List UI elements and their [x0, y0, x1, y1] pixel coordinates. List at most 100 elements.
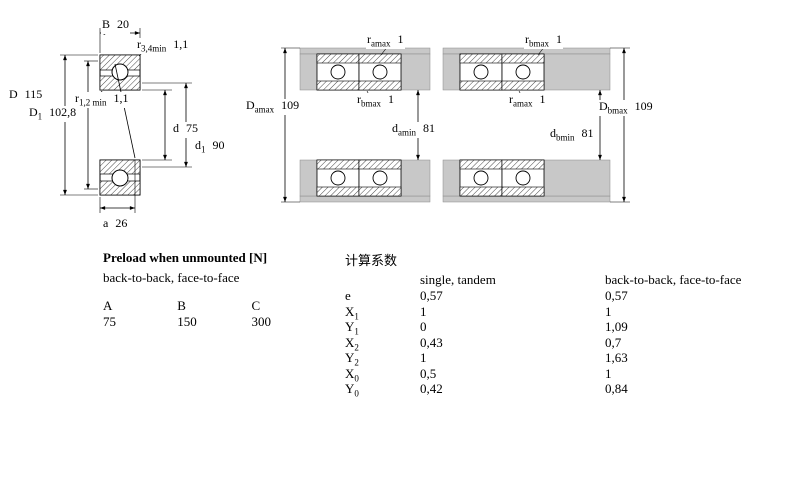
- shoulder: [543, 53, 611, 91]
- housing-strip: [442, 195, 611, 203]
- dim-lines-Damax: [281, 47, 300, 203]
- preload-value-row: 75 150 300: [103, 314, 383, 330]
- bearing-top-section: [99, 54, 141, 91]
- factor-label: X2: [345, 334, 359, 353]
- factor-label: Y2: [345, 350, 359, 368]
- bearing-pair-top: [459, 53, 545, 91]
- shoulder: [299, 159, 318, 197]
- shoulder: [543, 159, 611, 197]
- factor-label: Y1: [345, 319, 359, 337]
- dim-lines-Dbmax: [610, 47, 630, 203]
- housing-strip: [299, 47, 431, 55]
- factor-label: Y0: [345, 381, 359, 399]
- factors-row-X0: X0 0,5 1: [345, 365, 795, 384]
- preload-value-A: 75: [103, 314, 116, 329]
- factor-value-paired: 0,57: [605, 288, 628, 303]
- factor-label: e: [345, 288, 351, 303]
- factors-row-Y1: Y1 0 1,09: [345, 319, 795, 337]
- factors-row-e: e 0,57 0,57: [345, 288, 795, 304]
- factors-col-single: single, tandem: [420, 272, 496, 287]
- factors-row-X1: X1 1 1: [345, 303, 795, 322]
- factor-value-single: 0: [420, 319, 427, 334]
- preload-col-A: A: [103, 298, 113, 313]
- factor-label: X0: [345, 365, 359, 384]
- preload-col-B: B: [177, 298, 186, 313]
- preload-value-B: 150: [177, 314, 197, 329]
- shoulder: [442, 53, 461, 91]
- technical-drawings: [60, 28, 630, 213]
- factor-value-paired: 1: [605, 303, 612, 319]
- preload-title: Preload when unmounted [N]: [103, 250, 268, 265]
- bearing-cross-section: [60, 28, 192, 213]
- factor-value-single: 0,5: [420, 365, 437, 381]
- factor-value-paired: 0,7: [605, 334, 622, 350]
- factor-label: X1: [345, 303, 359, 322]
- preload-col-C: C: [251, 298, 261, 313]
- bearing-pair-top: [316, 53, 402, 91]
- dim-lines-D: [60, 54, 98, 196]
- ball: [515, 64, 531, 80]
- ball: [111, 169, 129, 187]
- housing-strip: [442, 47, 611, 55]
- preload-subtitle: back-to-back, face-to-face: [103, 270, 240, 285]
- factors-row-Y0: Y0 0,42 0,84: [345, 381, 795, 399]
- preload-section: Preload when unmounted [N] back-to-back,…: [103, 250, 383, 330]
- factor-value-paired: 1,63: [605, 350, 628, 365]
- factor-value-single: 1: [420, 303, 427, 319]
- shoulder: [400, 159, 431, 197]
- arrangement-diagram-face-to-face: [442, 45, 630, 203]
- ball: [330, 170, 346, 186]
- factor-value-paired: 0,84: [605, 381, 628, 396]
- dim-lines-a: [99, 160, 136, 213]
- dim-lines-d: [142, 89, 172, 161]
- housing-strip: [299, 195, 431, 203]
- bearing-pair-bottom: [316, 159, 402, 197]
- factor-value-single: 0,43: [420, 334, 443, 350]
- shoulder: [400, 53, 431, 91]
- preload-value-C: 300: [251, 314, 272, 329]
- ball: [372, 64, 388, 80]
- factor-value-single: 0,42: [420, 381, 443, 396]
- ball: [473, 170, 489, 186]
- shoulder: [442, 159, 461, 197]
- factor-value-paired: 1,09: [605, 319, 628, 334]
- ball: [515, 170, 531, 186]
- contact-angle-line: [114, 63, 136, 159]
- factors-row-X2: X2 0,43 0,7: [345, 334, 795, 353]
- shoulder: [299, 53, 318, 91]
- bearing-pair-bottom: [459, 159, 545, 197]
- factors-title: 计算系数: [345, 253, 398, 268]
- preload-header-row: A B C: [103, 298, 383, 314]
- factors-row-Y2: Y2 1 1,63: [345, 350, 795, 368]
- ball: [372, 170, 388, 186]
- calculation-factors-section: 计算系数 single, tandem back-to-back, face-t…: [345, 250, 795, 399]
- preload-table: A B C 75 150 300: [103, 298, 383, 330]
- ball: [473, 64, 489, 80]
- factors-col-paired: back-to-back, face-to-face: [605, 272, 742, 287]
- factor-value-paired: 1: [605, 365, 612, 381]
- ball: [111, 63, 129, 81]
- bearing-bottom-section: [99, 159, 141, 196]
- factor-value-single: 0,57: [420, 288, 443, 303]
- factor-value-single: 1: [420, 350, 427, 365]
- arrangement-diagram-back-to-back: [281, 45, 431, 203]
- ball: [330, 64, 346, 80]
